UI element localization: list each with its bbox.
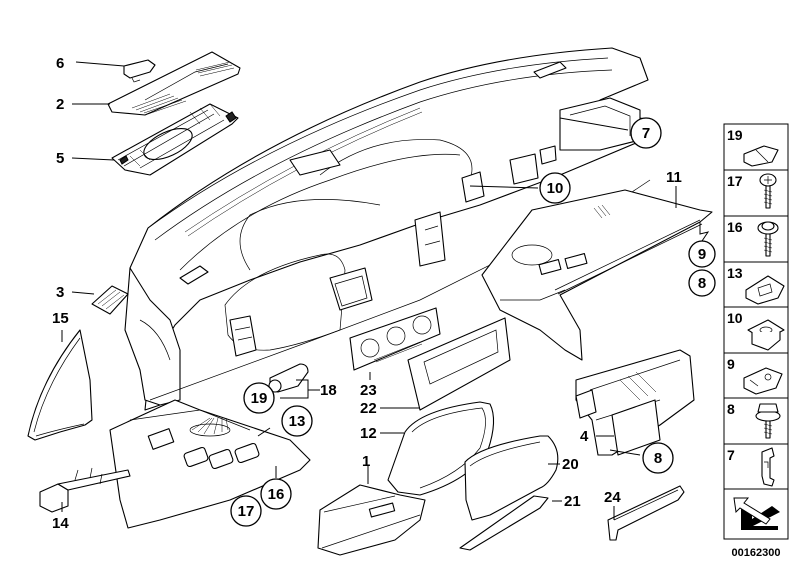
callout-4: 4 [580, 428, 589, 445]
spring-nut-icon [743, 367, 783, 395]
square-nut-icon [747, 319, 785, 351]
callout-12: 12 [360, 425, 377, 442]
pan-head-screw-icon [759, 173, 777, 209]
part-6-cover-cap[interactable] [123, 59, 156, 83]
part-2-trim-panel[interactable] [107, 51, 241, 116]
legend-item-7[interactable]: 7 [727, 447, 775, 487]
clip-nut-icon [745, 275, 785, 305]
fan-grille [189, 417, 231, 437]
part-15-side-trim[interactable] [27, 329, 93, 441]
part-4-support-bracket[interactable] [575, 349, 695, 456]
callout-7: 7 [630, 117, 662, 149]
svg-text:19: 19 [251, 390, 268, 407]
callout-11: 11 [666, 169, 682, 186]
washer-screw-icon [757, 221, 779, 257]
part-1-glovebox[interactable] [317, 484, 426, 556]
legend-item-8[interactable]: 8 [727, 401, 781, 439]
svg-text:8: 8 [727, 401, 735, 417]
callout-8-upper: 8 [688, 269, 716, 297]
callout-3: 3 [56, 284, 64, 301]
callout-24: 24 [604, 489, 621, 506]
part-3-vent-grille[interactable] [91, 285, 129, 315]
svg-text:16: 16 [268, 486, 285, 503]
callout-1: 1 [362, 453, 370, 470]
part-23-control-panel[interactable] [349, 307, 441, 371]
svg-text:17: 17 [727, 173, 743, 189]
callout-8-lower: 8 [642, 442, 674, 474]
callout-19: 19 [243, 382, 275, 414]
callout-16: 16 [260, 478, 292, 510]
legend-item-17[interactable]: 17 [727, 173, 777, 209]
part-21-lower-bezel[interactable] [459, 495, 549, 551]
callout-14: 14 [52, 515, 69, 532]
direction-arrow-icon [733, 497, 780, 530]
callout-15: 15 [52, 310, 69, 327]
callout-9: 9 [688, 240, 716, 268]
callout-22: 22 [360, 400, 377, 417]
clip-icon [743, 145, 779, 167]
callout-23: 23 [360, 382, 377, 399]
leader-lines [61, 61, 710, 520]
hex-bolt-icon [755, 403, 781, 439]
part-18-19-knob-cap[interactable] [268, 363, 309, 393]
legend-item-9[interactable]: 9 [727, 356, 783, 395]
bracket-clip-icon [761, 447, 775, 487]
legend-item-13[interactable]: 13 [727, 265, 785, 305]
part-14-bracket[interactable] [39, 467, 131, 513]
svg-text:8: 8 [654, 450, 662, 467]
callout-20: 20 [562, 456, 579, 473]
svg-text:7: 7 [727, 447, 735, 463]
part-20-cover-frame[interactable] [464, 435, 559, 521]
part-24-rail[interactable] [607, 485, 685, 541]
diagram-reference-number: 00162300 [732, 547, 781, 559]
legend-item-19[interactable]: 19 [727, 127, 779, 167]
svg-text:16: 16 [727, 219, 743, 235]
svg-text:7: 7 [642, 125, 650, 142]
svg-text:9: 9 [727, 356, 735, 372]
svg-text:8: 8 [698, 275, 706, 292]
svg-text:13: 13 [727, 265, 743, 281]
legend-item-arrow [733, 497, 780, 530]
callout-21: 21 [564, 493, 581, 510]
svg-text:10: 10 [727, 310, 743, 326]
svg-text:10: 10 [547, 180, 564, 197]
legend-item-16[interactable]: 16 [727, 219, 779, 257]
part-5-frame[interactable] [111, 103, 239, 176]
svg-text:13: 13 [289, 413, 306, 430]
part-13-lower-trim-panel[interactable] [109, 399, 311, 529]
dashboard-main-panel[interactable] [124, 47, 656, 411]
callout-10: 10 [539, 172, 571, 204]
callout-17: 17 [230, 495, 262, 527]
svg-text:9: 9 [698, 246, 706, 263]
callout-18: 18 [320, 382, 337, 399]
fastener-legend: 19 17 16 [723, 123, 789, 559]
callouts: 6 2 5 3 15 14 7 10 11 9 8 19 18 13 [52, 55, 716, 532]
callout-6: 6 [56, 55, 64, 72]
part-22-radio-bezel[interactable] [407, 317, 511, 411]
svg-text:17: 17 [238, 503, 255, 520]
part-11-right-trim-panel[interactable] [481, 189, 713, 361]
legend-item-10[interactable]: 10 [727, 310, 785, 351]
callout-2: 2 [56, 96, 64, 113]
callout-5: 5 [56, 150, 64, 167]
svg-text:19: 19 [727, 127, 743, 143]
callout-13: 13 [281, 405, 313, 437]
